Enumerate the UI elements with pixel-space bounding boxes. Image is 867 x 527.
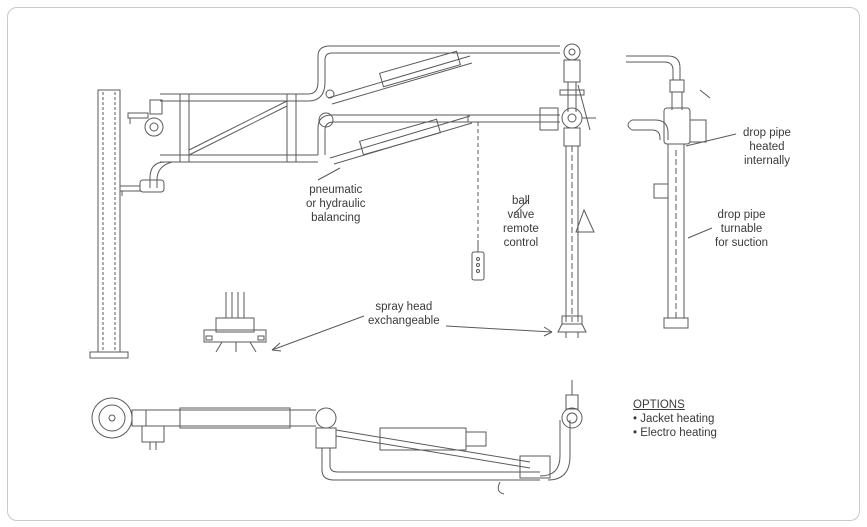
options-heading: OPTIONS	[633, 399, 685, 411]
turnable-pipe-leader	[687, 227, 713, 239]
options-list: OPTIONS Jacket heating Electro heating	[633, 398, 717, 440]
callout-leaders	[271, 133, 737, 352]
lower-balancing-cylinder	[329, 115, 473, 165]
option-item: Electro heating	[633, 426, 717, 440]
option-item: Jacket heating	[633, 412, 717, 426]
spray-head-leader-right	[445, 325, 553, 333]
main-drop-pipe	[557, 127, 595, 338]
main-side-view	[89, 43, 596, 359]
label-spray-head: spray head exchangeable	[368, 301, 440, 327]
label-ball-valve: ball valve remote control	[503, 195, 539, 249]
remote-control-pendant	[471, 240, 485, 281]
balancing-leader	[317, 167, 341, 181]
spray-head-leader-left	[271, 315, 365, 351]
ball-valve-leader	[513, 199, 529, 215]
arrowhead-left	[271, 342, 282, 352]
arrowhead-right	[543, 326, 553, 337]
lattice-frame	[160, 93, 318, 163]
diagram-frame	[7, 7, 860, 521]
label-balancing: pneumatic or hydraulic balancing	[306, 184, 366, 224]
plan-view	[91, 380, 583, 495]
middle-arm	[317, 112, 560, 240]
label-drop-pipe-heated: drop pipe heated internally	[743, 127, 791, 167]
side-view	[626, 55, 711, 329]
support-column	[89, 89, 129, 359]
spray-head-detail	[203, 292, 267, 353]
heated-pipe-leader	[685, 133, 737, 147]
top-right-elbow	[559, 43, 585, 112]
label-drop-pipe-turnable: drop pipe turnable for suction	[715, 209, 769, 249]
lower-swivel	[119, 161, 173, 196]
top-balancing-cylinder	[325, 50, 473, 105]
